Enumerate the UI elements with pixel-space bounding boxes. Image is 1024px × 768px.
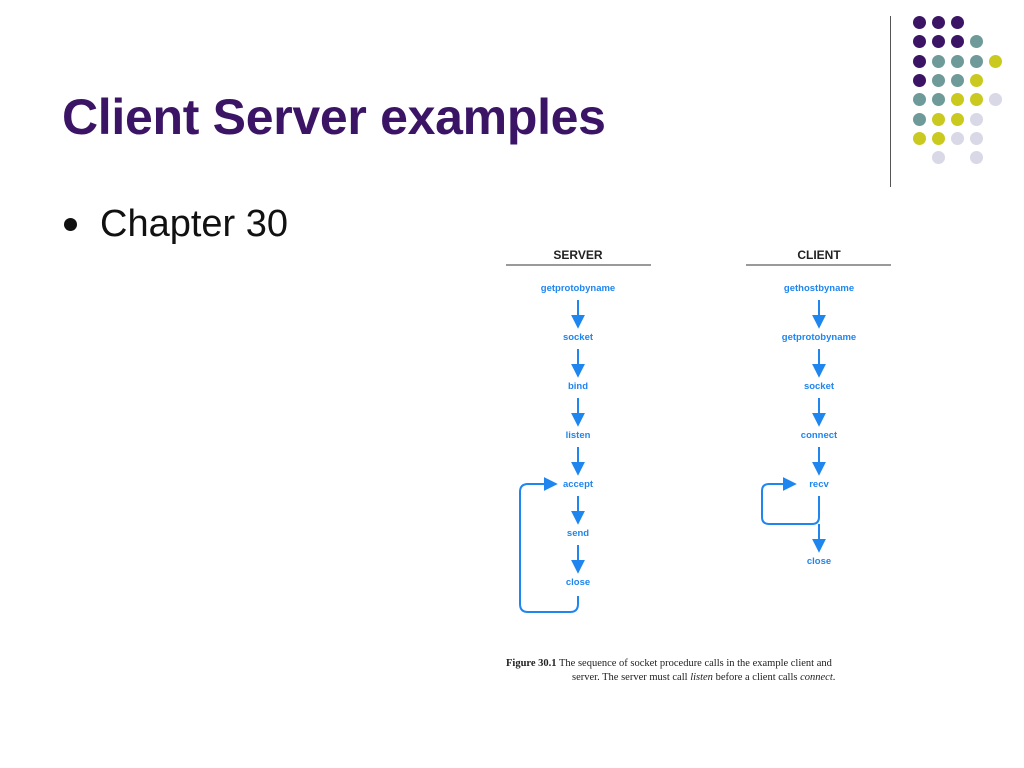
- decorative-dot: [989, 93, 1002, 107]
- decorative-dot: [970, 131, 983, 145]
- client-loop-arrow: [761, 477, 820, 525]
- bullet-icon: [64, 218, 77, 231]
- decorative-dot: [913, 93, 926, 107]
- client-step-close: close: [807, 556, 831, 567]
- decorative-dot: [951, 16, 964, 29]
- decorative-dot: [932, 35, 945, 49]
- decorative-dot: [932, 131, 945, 145]
- decorative-dot: [932, 112, 945, 126]
- decorative-dot: [913, 131, 926, 145]
- socket-sequence-diagram: SERVER getprotobyname socket bind listen acc…: [506, 248, 891, 613]
- decorative-dot: [932, 73, 945, 87]
- bullet-item: Chapter 30: [64, 203, 288, 246]
- decorative-dot: [970, 35, 983, 49]
- client-header: CLIENT: [797, 248, 841, 262]
- decorative-dot: [970, 93, 983, 107]
- server-step-close: close: [566, 577, 590, 588]
- server-step-bind: bind: [568, 381, 588, 392]
- decorative-dot: [951, 35, 964, 49]
- caption-text-2c: .: [832, 672, 836, 683]
- decorative-dot: [932, 16, 945, 29]
- decorative-dot: [970, 54, 983, 68]
- caption-text-2a: server. The server must call: [572, 672, 691, 683]
- server-step-accept: accept: [563, 479, 594, 490]
- server-header: SERVER: [553, 248, 602, 262]
- decorative-dot: [951, 54, 964, 68]
- client-step-gethostbyname: gethostbyname: [784, 283, 854, 294]
- decorative-dot: [932, 54, 945, 68]
- decorative-dot-grid: [0, 0, 1024, 200]
- decorative-dot: [970, 73, 983, 87]
- client-step-getprotobyname: getprotobyname: [782, 332, 856, 343]
- caption-text-2b: before a client calls: [712, 672, 801, 683]
- client-steps: gethostbyname getprotobyname socket connect…: [782, 283, 856, 567]
- server-loop-arrow: [519, 477, 579, 613]
- decorative-dot: [951, 73, 964, 87]
- decorative-dot: [913, 73, 926, 87]
- decorative-dot: [951, 93, 964, 107]
- bullet-text: Chapter 30: [100, 203, 289, 245]
- server-step-listen: listen: [566, 430, 591, 441]
- decorative-dot: [913, 16, 926, 29]
- server-step-send: send: [567, 528, 589, 539]
- decorative-dot: [913, 112, 926, 126]
- decorative-dot: [913, 54, 926, 68]
- decorative-dot: [913, 35, 926, 49]
- decorative-dot: [970, 112, 983, 126]
- slide-title: Client Server examples: [62, 89, 606, 145]
- server-steps: getprotobyname socket bind listen accept send…: [541, 283, 615, 588]
- decorative-dot: [970, 151, 983, 165]
- decorative-dot: [932, 151, 945, 165]
- client-step-recv: recv: [809, 479, 829, 490]
- decorative-dot: [932, 93, 945, 107]
- client-step-socket: socket: [804, 381, 835, 392]
- server-step-getprotobyname: getprotobyname: [541, 283, 615, 294]
- caption-connect: connect: [800, 672, 833, 683]
- decorative-dot: [951, 131, 964, 145]
- decorative-dot: [951, 112, 964, 126]
- caption-listen: listen: [690, 672, 713, 683]
- caption-text-1: The sequence of socket procedure calls i…: [556, 658, 832, 669]
- server-step-socket: socket: [563, 332, 594, 343]
- caption-label: Figure 30.1: [506, 658, 557, 669]
- decorative-divider: [890, 16, 891, 187]
- client-step-connect: connect: [801, 430, 838, 441]
- decorative-dot: [989, 54, 1002, 68]
- figure-caption: Figure 30.1 The sequence of socket proce…: [506, 657, 892, 685]
